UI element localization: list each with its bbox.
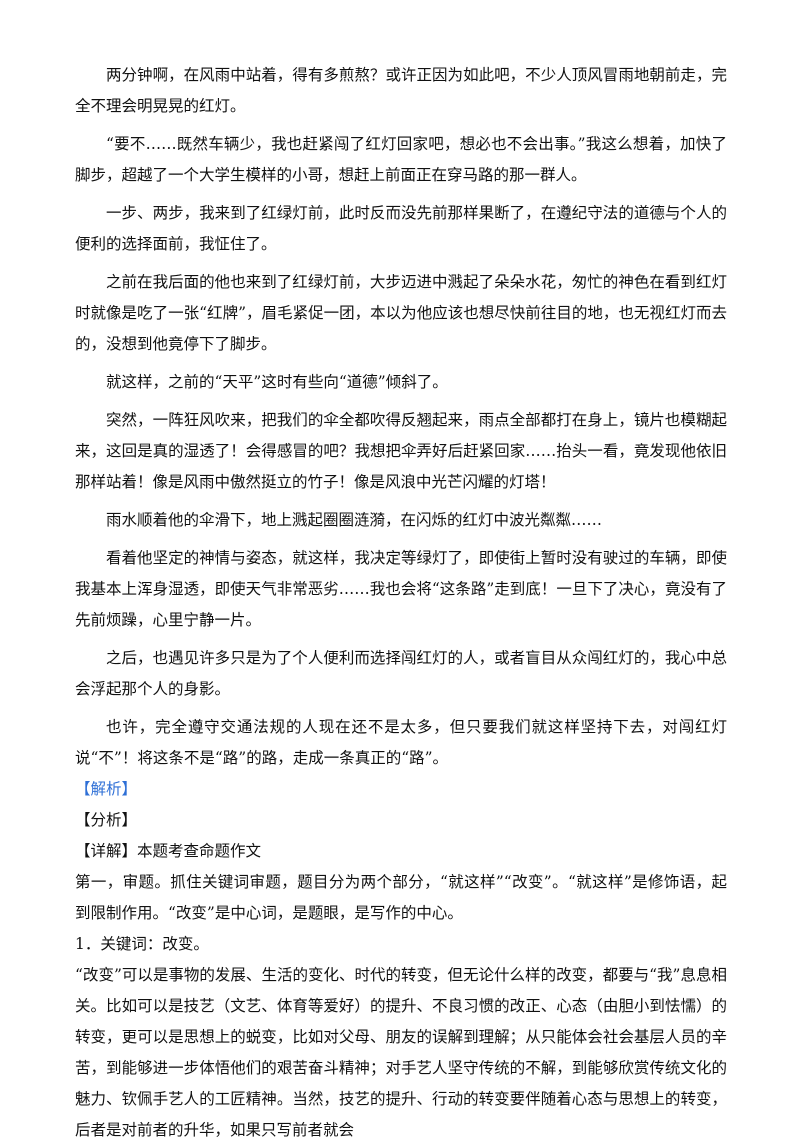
analysis-line-1: 第一，审题。抓住关键词审题，题目分为两个部分，“就这样”“改变”。“就这样”是修…: [75, 873, 727, 922]
essay-paragraph-1: 两分钟啊，在风雨中站着，得有多煎熬？或许正因为如此吧，不少人顶风冒雨地朝前走，完…: [75, 66, 727, 115]
fenxi-heading: 【分析】: [75, 811, 138, 829]
analysis-section: 【解析】 【分析】 【详解】本题考查命题作文 第一，审题。抓住关键词审题，题目分…: [75, 774, 727, 1146]
xiangjie-line: 【详解】本题考查命题作文: [75, 836, 727, 867]
essay-paragraph-3: 一步、两步，我来到了红绿灯前，此时反而没先前那样果断了，在遵纪守法的道德与个人的…: [75, 204, 727, 253]
essay-paragraph-6: 突然，一阵狂风吹来，把我们的伞全都吹得反翘起来，雨点全部都打在身上，镜片也模糊起…: [75, 411, 727, 491]
analysis-line-2: 1．关键词：改变。: [75, 935, 209, 953]
essay-paragraph-10: 也许，完全遵守交通法规的人现在还不是太多，但只要我们就这样坚持下去，对闯红灯说“…: [75, 718, 727, 767]
essay-paragraph-8: 看着他坚定的神情与姿态，就这样，我决定等绿灯了，即使街上暂时没有驶过的车辆，即使…: [75, 549, 727, 629]
analysis-line-3: “改变”可以是事物的发展、生活的变化、时代的转变，但无论什么样的改变，都要与“我…: [75, 966, 727, 1139]
essay-paragraph-5: 就这样，之前的“天平”这时有些向“道德”倾斜了。: [106, 373, 448, 391]
xiangjie-text: 本题考查命题作文: [137, 842, 262, 860]
essay-paragraph-2: “要不……既然车辆少，我也赶紧闯了红灯回家吧，想必也不会出事。”我这么想着，加快…: [75, 135, 727, 184]
jiexi-heading: 【解析】: [75, 780, 138, 798]
essay-paragraph-4: 之前在我后面的他也来到了红绿灯前，大步迈进中溅起了朵朵水花，匆忙的神色在看到红灯…: [75, 273, 727, 353]
xiangjie-heading: 【详解】: [75, 842, 138, 860]
essay-paragraph-9: 之后，也遇见许多只是为了个人便利而选择闯红灯的人，或者盲目从众闯红灯的，我心中总…: [75, 649, 727, 698]
document-body: 两分钟啊，在风雨中站着，得有多煎熬？或许正因为如此吧，不少人顶风冒雨地朝前走，完…: [75, 60, 727, 1146]
essay-section: 两分钟啊，在风雨中站着，得有多煎熬？或许正因为如此吧，不少人顶风冒雨地朝前走，完…: [75, 60, 727, 774]
essay-paragraph-7: 雨水顺着他的伞滑下，地上溅起圈圈涟漪，在闪烁的红灯中波光粼粼……: [106, 511, 603, 529]
